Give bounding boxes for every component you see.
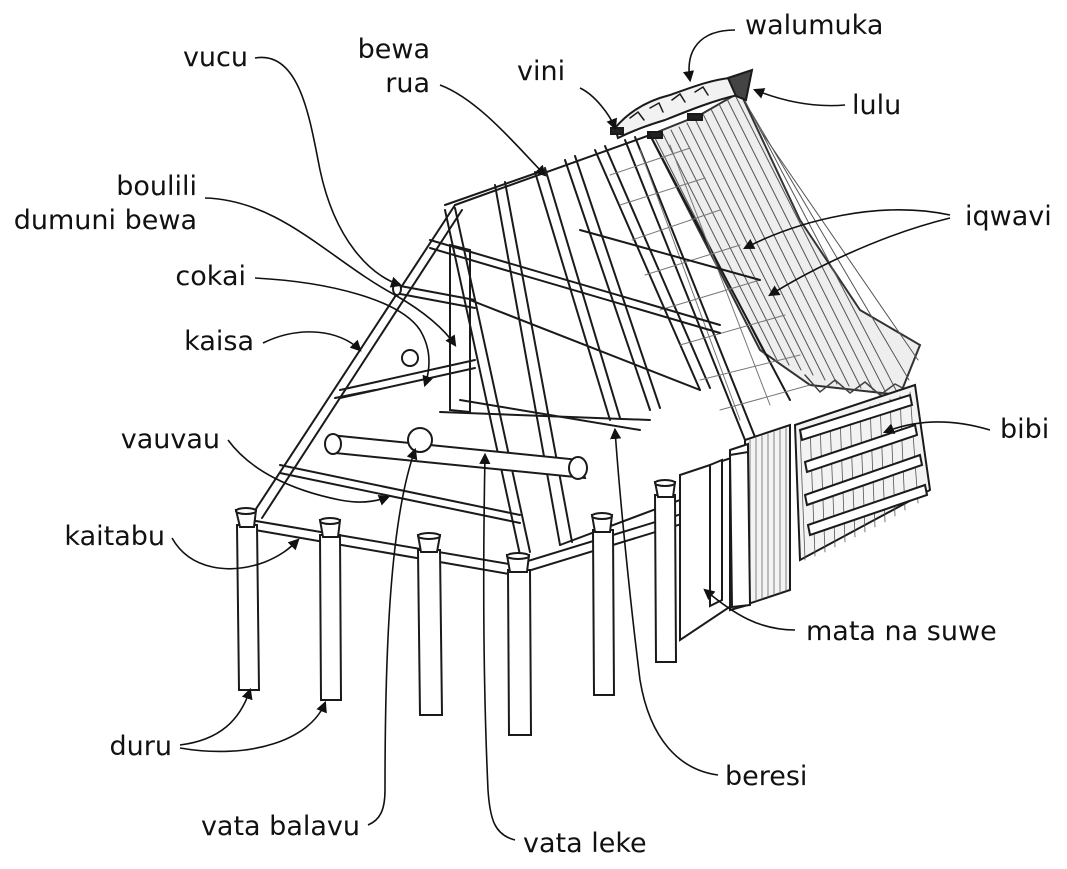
label-kaisa: kaisa — [184, 326, 254, 357]
label-bewa: bewa — [358, 34, 430, 65]
rafters — [444, 134, 791, 556]
leader-duru-1 — [179, 687, 253, 746]
label-vucu: vucu — [183, 42, 248, 73]
leader-iqwavi-1 — [743, 209, 951, 250]
label-iqwavi: iqwavi — [965, 201, 1052, 232]
label-boulili: boulili — [116, 171, 197, 202]
leader-vata-leke — [479, 452, 516, 841]
leader-lines — [171, 29, 991, 841]
leader-walumuka — [683, 29, 736, 83]
leader-duru-2 — [179, 700, 327, 753]
leader-vucu — [254, 56, 403, 288]
leader-mata-na-suwe — [703, 588, 796, 631]
beams — [279, 411, 651, 524]
label-dumuni-bewa: dumuni bewa — [14, 205, 197, 236]
label-beresi: beresi — [725, 761, 807, 792]
posts — [234, 450, 752, 736]
leader-cokai — [254, 277, 434, 388]
label-cokai: cokai — [175, 261, 246, 292]
leader-lulu — [752, 88, 846, 107]
label-kaitabu: kaitabu — [64, 521, 165, 552]
leader-iqwavi-2 — [768, 217, 951, 297]
roof-thatch — [648, 90, 922, 397]
label-lulu: lulu — [852, 90, 901, 121]
leader-bibi — [882, 421, 991, 434]
labels: walumuka lulu vini bewa rua vucu boulili… — [14, 10, 1052, 859]
leader-kaitabu — [171, 537, 300, 570]
label-rua: rua — [385, 68, 430, 99]
purlins — [429, 229, 761, 431]
leader-bewa — [439, 84, 547, 177]
label-vauvau: vauvau — [121, 424, 220, 455]
roof-lattice — [609, 144, 811, 421]
leader-vauvau — [227, 439, 391, 506]
ridge — [610, 68, 754, 140]
leader-vata-balavu — [367, 447, 418, 826]
label-duru: duru — [110, 731, 172, 762]
leader-kaisa — [262, 331, 362, 352]
label-vata-leke: vata leke — [523, 828, 647, 859]
leader-vini — [579, 87, 618, 131]
leader-boulili — [204, 197, 457, 347]
leader-beresi — [610, 427, 719, 776]
label-vini: vini — [517, 56, 565, 87]
label-bibi: bibi — [1000, 414, 1049, 445]
label-mata-na-suwe: mata na suwe — [806, 616, 997, 647]
bibi-panel — [793, 383, 932, 562]
label-vata-balavu: vata balavu — [201, 811, 360, 842]
label-walumuka: walumuka — [745, 10, 883, 41]
side-wall — [679, 423, 791, 642]
